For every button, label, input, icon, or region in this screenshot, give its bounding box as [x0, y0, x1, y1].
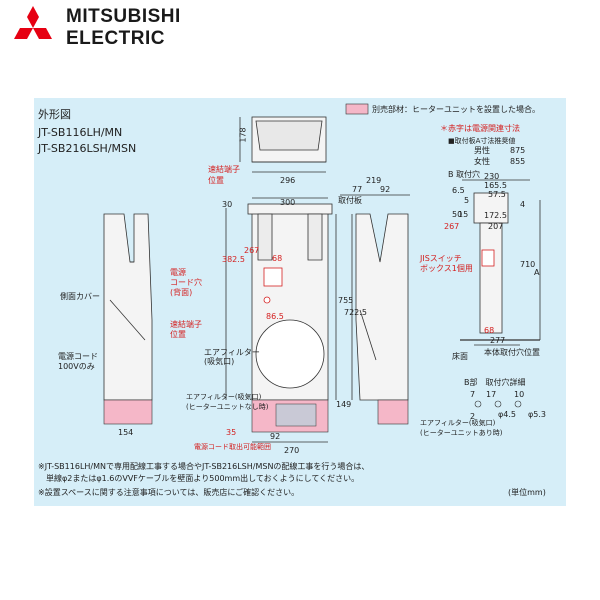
- section-title: 外形図: [38, 108, 71, 121]
- dim-2: 2: [470, 412, 476, 421]
- label-air-filter-2: (吸気口): [204, 357, 235, 366]
- left-side-view: [103, 213, 153, 401]
- label-air-filter-right-2: (ヒーターユニットあり時): [420, 429, 503, 437]
- dim-92b: 92: [270, 432, 281, 441]
- dim-17: 17: [486, 390, 497, 399]
- label-cord-range: 電源コード取出可能範囲: [194, 443, 271, 451]
- label-air-filter-1: エアフィルター: [204, 348, 260, 357]
- unit-label: (単位mm): [508, 488, 546, 497]
- label-jis-switch-2: ボックス1個用: [420, 264, 473, 273]
- label-b-detail: B部 取付穴詳細: [464, 378, 526, 387]
- label-power-hole-2: コード穴: [170, 278, 202, 287]
- label-power-cord-2: 100Vのみ: [58, 362, 95, 371]
- dim-15: 15: [458, 210, 469, 219]
- dim-230: 230: [484, 172, 500, 181]
- dim-5: 5: [464, 196, 470, 205]
- legend-swatch: [345, 103, 369, 115]
- dim-77: 77: [352, 185, 363, 194]
- mount-table-value-male: 875: [510, 146, 526, 155]
- dim-57-5: 57.5: [488, 190, 506, 199]
- dim-10: 10: [514, 390, 525, 399]
- label-quick-conn-1: 速結端子: [208, 165, 240, 174]
- model-2: JT-SB216LSH/MSN: [38, 142, 137, 155]
- dim-6-5: 6.5: [452, 186, 465, 195]
- dim-a: A: [534, 268, 540, 277]
- heater-unit-left: [103, 399, 153, 425]
- dim-30: 30: [222, 200, 233, 209]
- brand-name-line1: MITSUBISHI: [66, 6, 181, 27]
- dim-7: 7: [470, 390, 476, 399]
- mount-table-value-female: 855: [510, 157, 526, 166]
- label-position-1: 位置: [208, 176, 224, 185]
- right-side-view: [355, 213, 409, 401]
- label-quick-conn-2: 速結端子: [170, 320, 202, 329]
- dim-722-5: 722.5: [344, 308, 367, 317]
- label-body-hole-pos: 本体取付穴位置: [484, 348, 540, 357]
- dim-277: 277: [490, 336, 506, 345]
- dim-382-5: 382.5: [222, 255, 245, 264]
- dim-755: 755: [338, 296, 354, 305]
- heater-unit-right: [377, 399, 409, 425]
- footnote-3: ※設置スペースに関する注意事項については、販売店にご確認ください。: [38, 488, 300, 497]
- dim-165-5: 165.5: [484, 181, 507, 190]
- label-jis-switch-1: JISスイッチ: [420, 254, 462, 263]
- dim-68: 68: [272, 254, 283, 263]
- label-power-cord-1: 電源コード: [58, 352, 98, 361]
- dim-phi5-3: φ5.3: [528, 410, 546, 419]
- dim-50: 50: [452, 210, 463, 219]
- legend-text: 別売部材：ヒーターユニットを設置した場合。: [372, 105, 540, 114]
- mount-table-label-female: 女性: [474, 157, 490, 166]
- label-power-hole-3: (背面): [170, 288, 193, 297]
- footnote-1: ※JT-SB116LH/MNで専用配線工事する場合やJT-SB216LSH/MS…: [38, 462, 370, 471]
- brand-name-line2: ELECTRIC: [66, 28, 165, 49]
- dim-178: 178: [238, 127, 248, 143]
- dim-92: 92: [380, 185, 391, 194]
- label-floor: 床面: [452, 352, 468, 361]
- dim-267: 267: [244, 246, 260, 255]
- dim-207: 207: [488, 222, 504, 231]
- dim-149: 149: [336, 400, 352, 409]
- dim-710: 710: [520, 260, 536, 269]
- dim-296: 296: [280, 176, 296, 185]
- dim-300: 300: [280, 198, 296, 207]
- dim-219: 219: [366, 176, 382, 185]
- dim-68-right: 68: [484, 326, 495, 335]
- model-1: JT-SB116LH/MN: [38, 126, 123, 139]
- label-air-filter-heater-1: エアフィルター(吸気口): [186, 393, 262, 401]
- mount-table-header: ■取付板A寸法推奨値: [448, 137, 516, 145]
- label-mount-plate: 取付板: [338, 196, 362, 205]
- label-air-filter-right-1: エアフィルター(吸気口): [420, 419, 496, 427]
- dim-4: 4: [520, 200, 526, 209]
- label-side-cover: 側面カバー: [60, 292, 100, 301]
- label-b-mount-hole: B 取付穴: [448, 170, 481, 179]
- dim-86-5: 86.5: [266, 312, 284, 321]
- mount-table-label-male: 男性: [474, 146, 490, 155]
- dim-172-5: 172.5: [484, 211, 507, 220]
- heater-vent-grille: [275, 403, 317, 427]
- footnote-2: 単線φ2またはφ1.6のVVFケーブルを壁面より500mm出しておくようにしてく…: [38, 474, 360, 483]
- red-note: ＊赤字は電源関連寸法: [440, 124, 520, 133]
- dim-35: 35: [226, 428, 237, 437]
- dim-270: 270: [284, 446, 300, 455]
- mitsubishi-three-diamonds-logo: [14, 6, 52, 39]
- dim-phi4-5: φ4.5: [498, 410, 516, 419]
- dim-267-right: 267: [444, 222, 460, 231]
- label-air-filter-heater-2: (ヒーターユニットなし時): [186, 403, 269, 411]
- dim-154: 154: [118, 428, 134, 437]
- label-position-2: 位置: [170, 330, 186, 339]
- label-power-hole-1: 電源: [170, 268, 186, 277]
